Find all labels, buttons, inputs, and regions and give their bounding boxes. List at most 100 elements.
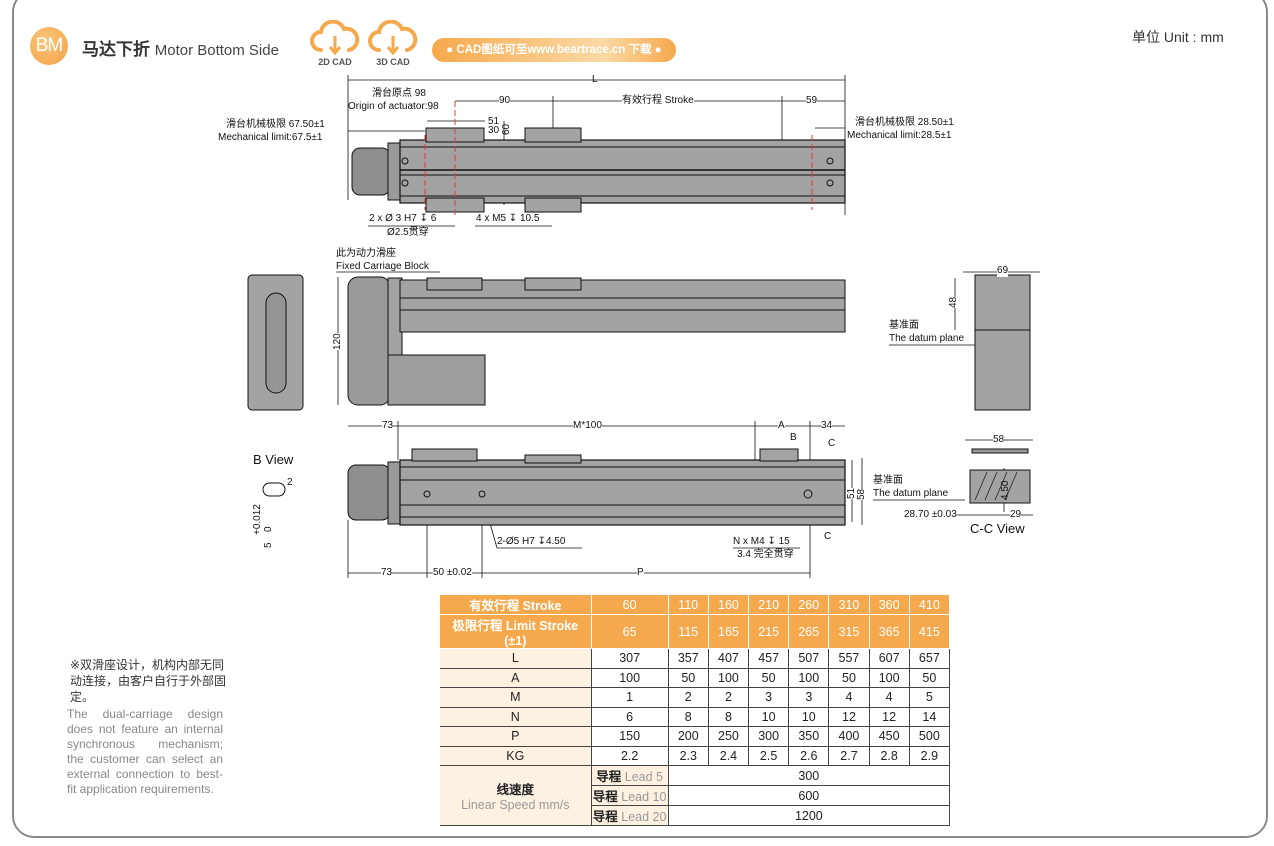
- mech-limit-right-cn: 滑台机械极限 28.50±1: [855, 117, 954, 128]
- lead-en: Lead 10: [621, 790, 667, 804]
- row-label: L: [440, 648, 592, 669]
- note-cn: ※双滑座设计，机构内部无同动连接，由客户自行于外部固定。: [70, 658, 227, 704]
- brand-logo: BM: [30, 27, 68, 65]
- mech-limit-left-cn: 滑台机械极限 67.50±1: [226, 119, 325, 130]
- cc-section-view: [969, 448, 1031, 504]
- dim-m100: M*100: [573, 420, 602, 432]
- cell: 2: [668, 687, 709, 708]
- cell: 165: [708, 614, 750, 649]
- page-frame: [12, 0, 1268, 838]
- b-view-title: B View: [253, 452, 294, 467]
- cell: 365: [869, 614, 910, 649]
- dim-60: 60: [501, 123, 512, 135]
- cell: 2.7: [828, 746, 870, 766]
- b-view-5: 5: [263, 542, 274, 548]
- dim-P: P: [637, 567, 644, 579]
- download-2d-cad-button[interactable]: 2D CAD: [308, 20, 362, 67]
- cell: 6: [591, 707, 669, 727]
- dim-73-top: 73: [382, 420, 394, 432]
- row-label: M: [440, 687, 592, 708]
- cell: 100: [591, 668, 669, 688]
- pin-thru-callout: Ø2.5贯穿: [387, 227, 429, 238]
- cell: 110: [668, 595, 709, 615]
- lead-cn: 导程: [592, 790, 618, 804]
- dim-58-cc: 58: [993, 434, 1005, 446]
- cad-3d-label: 3D CAD: [376, 57, 410, 67]
- cell: 2.8: [869, 746, 910, 766]
- cell: 315: [828, 614, 870, 649]
- mech-limit-left-en: Mechanical limit:67.5±1: [218, 132, 323, 143]
- cell: 8: [708, 707, 750, 727]
- cell: 2: [708, 687, 750, 708]
- cloud-download-icon: [310, 20, 360, 56]
- cell: 100: [788, 668, 830, 688]
- cell: 415: [909, 614, 951, 649]
- cell: 2.6: [788, 746, 830, 766]
- lead-en: Lead 20: [621, 810, 667, 824]
- dim-69: 69: [997, 265, 1009, 277]
- cell: 2.3: [668, 746, 709, 766]
- note-en: The dual-carriage design does not featur…: [67, 707, 223, 796]
- mech-limit-right-en: Mechanical limit:28.5±1: [847, 130, 952, 141]
- cell: 507: [788, 648, 830, 669]
- label-C-top: C: [828, 438, 836, 449]
- dim-50: 50 ±0.02: [433, 567, 472, 579]
- cell: 2.9: [909, 746, 951, 766]
- dim-51: 51: [488, 116, 500, 127]
- cell: 450: [869, 726, 910, 747]
- cell: 307: [591, 648, 669, 669]
- cell: 265: [788, 614, 830, 649]
- title-en: Motor Bottom Side: [154, 42, 279, 59]
- lead-cn: 导程: [596, 770, 622, 784]
- dim-48: 48: [948, 296, 960, 308]
- cell: 12: [869, 707, 910, 727]
- cell: 12: [828, 707, 870, 727]
- speed-value: 600: [668, 785, 951, 806]
- pin-hole-callout: 2 x Ø 3 H7 ↧ 6: [369, 213, 437, 224]
- download-3d-cad-button[interactable]: 3D CAD: [366, 20, 420, 67]
- cell: 4: [828, 687, 870, 708]
- dim-4-50: 4.50: [1000, 480, 1011, 500]
- speed-value: 1200: [668, 805, 951, 826]
- origin-label-cn: 滑台原点 98: [372, 88, 426, 99]
- lead-label: 导程 Lead 20: [591, 805, 669, 826]
- cell: 657: [909, 648, 951, 669]
- cell: 200: [668, 726, 709, 747]
- m5-callout: 4 x M5 ↧ 10.5: [476, 213, 540, 224]
- cell: 407: [708, 648, 750, 669]
- cell: 50: [668, 668, 709, 688]
- cad-download-link[interactable]: ● CAD图纸可至www.beartrace.cn 下载 ●: [432, 38, 676, 62]
- cell: 400: [828, 726, 870, 747]
- cell: 60: [591, 595, 669, 615]
- lead-cn: 导程: [592, 810, 618, 824]
- datum-label-en: The datum plane: [889, 333, 965, 344]
- title-cn: 马达下折: [82, 40, 150, 59]
- cell: 2.4: [708, 746, 750, 766]
- cell: 8: [668, 707, 709, 727]
- label-B: B: [790, 432, 797, 443]
- cad-2d-label: 2D CAD: [318, 57, 352, 67]
- cell: 100: [708, 668, 750, 688]
- cell: 65: [591, 614, 669, 649]
- dim-29: 29: [1010, 509, 1022, 521]
- cell: 2.5: [748, 746, 790, 766]
- cell: 160: [708, 595, 750, 615]
- cell: 50: [909, 668, 951, 688]
- cell: 4: [869, 687, 910, 708]
- cell: 410: [909, 595, 951, 615]
- cell: 3: [748, 687, 790, 708]
- top-view: [351, 101, 846, 215]
- cell: 557: [828, 648, 870, 669]
- cell: 215: [748, 614, 790, 649]
- cell: 360: [869, 595, 910, 615]
- cell: 457: [748, 648, 790, 669]
- row-label: KG: [440, 746, 592, 766]
